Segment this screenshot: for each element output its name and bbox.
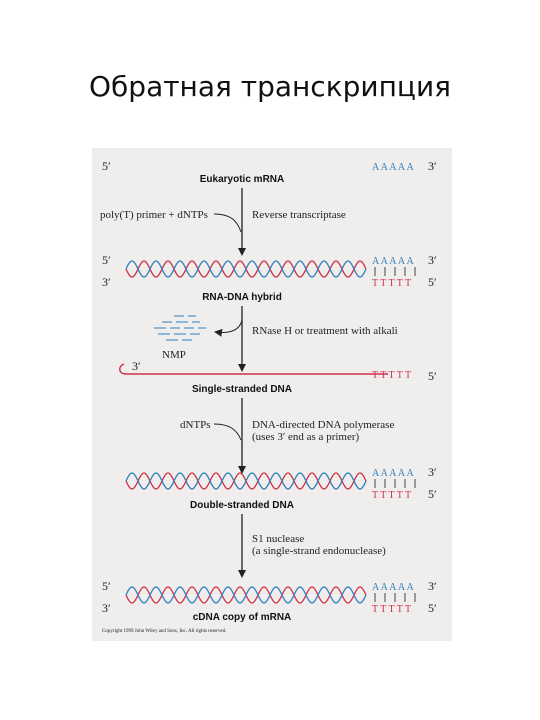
single-stranded-dna-label: Single-stranded DNA xyxy=(192,384,292,395)
rnase-curve-arrow xyxy=(214,319,243,337)
double-stranded-dna-label: Double-stranded DNA xyxy=(190,500,294,511)
slide-title: Обратная транскрипция xyxy=(89,70,451,103)
mrna-polyA-tail: A A A A A xyxy=(372,162,414,173)
cdna-5prime-label: 5′ xyxy=(102,579,111,593)
reverse-transcriptase-label: Reverse transcriptase xyxy=(252,209,346,221)
ssdna-3prime-label: 3′ xyxy=(132,359,141,373)
cdna-3prime-label: 3′ xyxy=(102,601,111,615)
strand-blue xyxy=(125,586,367,604)
dna-polymerase-label: DNA-directed DNA polymerase xyxy=(252,419,394,431)
cdna-copy-label: cDNA copy of mRNA xyxy=(193,612,292,623)
dsdna-right-5prime: 5′ xyxy=(428,487,437,501)
hybrid-5prime-label: 5′ xyxy=(102,253,111,267)
rna-dna-hybrid-label: RNA-DNA hybrid xyxy=(202,292,282,303)
dsdna-right-3prime: 3′ xyxy=(428,465,437,479)
strand-blue xyxy=(125,260,367,278)
mrna-3prime-label: 3′ xyxy=(428,159,437,173)
cdna-base-pair-ticks xyxy=(374,593,416,602)
eukaryotic-mrna-label: Eukaryotic mRNA xyxy=(200,174,284,185)
hybrid-polyT: T T T T T xyxy=(372,278,411,289)
hybrid-right-3prime: 3′ xyxy=(428,253,437,267)
helix-cdna xyxy=(125,586,367,604)
dna-polymerase-note: (uses 3′ end as a primer) xyxy=(252,431,360,443)
strand-blue xyxy=(125,472,367,490)
dsdna-polyT: T T T T T xyxy=(372,490,411,501)
cdna-polyT: T T T T T xyxy=(372,604,411,615)
ssdna-polyT: T T T T T xyxy=(372,370,411,381)
rnase-label: RNase H or treatment with alkali xyxy=(252,325,398,337)
s1-nuclease-note: (a single-strand endonuclease) xyxy=(252,545,386,557)
hybrid-base-pair-ticks xyxy=(374,267,416,276)
dntps-curve xyxy=(213,423,242,441)
hybrid-right-5prime: 5′ xyxy=(428,275,437,289)
helix-dsdna xyxy=(125,472,367,490)
cdna-right-3prime: 3′ xyxy=(428,579,437,593)
cdna-polyA: A A A A A xyxy=(372,582,414,593)
mrna-5prime-label: 5′ xyxy=(102,159,111,173)
dsdna-polyA: A A A A A xyxy=(372,468,414,479)
helix-hybrid xyxy=(125,260,367,278)
hybrid-3prime-label: 3′ xyxy=(102,275,111,289)
dsdna-base-pair-ticks xyxy=(374,479,416,488)
hybrid-polyA: A A A A A xyxy=(372,256,414,267)
ssdna-5prime-label: 5′ xyxy=(428,369,437,383)
reverse-transcription-figure: 5′ A A A A A 3′ Eukaryotic mRNA poly(T) … xyxy=(92,148,452,641)
primer-label: poly(T) primer + dNTPs xyxy=(100,209,208,221)
cdna-right-5prime: 5′ xyxy=(428,601,437,615)
s1-nuclease-label: S1 nuclease xyxy=(252,533,304,545)
primer-curve xyxy=(213,213,242,233)
rna-fragments xyxy=(154,315,206,341)
ssdna-hairpin xyxy=(119,363,127,375)
dntps-label: dNTPs xyxy=(180,419,211,431)
copyright-note: Copyright 1999 John Wiley and Sons, Inc.… xyxy=(102,629,226,634)
nmp-label: NMP xyxy=(162,349,186,361)
